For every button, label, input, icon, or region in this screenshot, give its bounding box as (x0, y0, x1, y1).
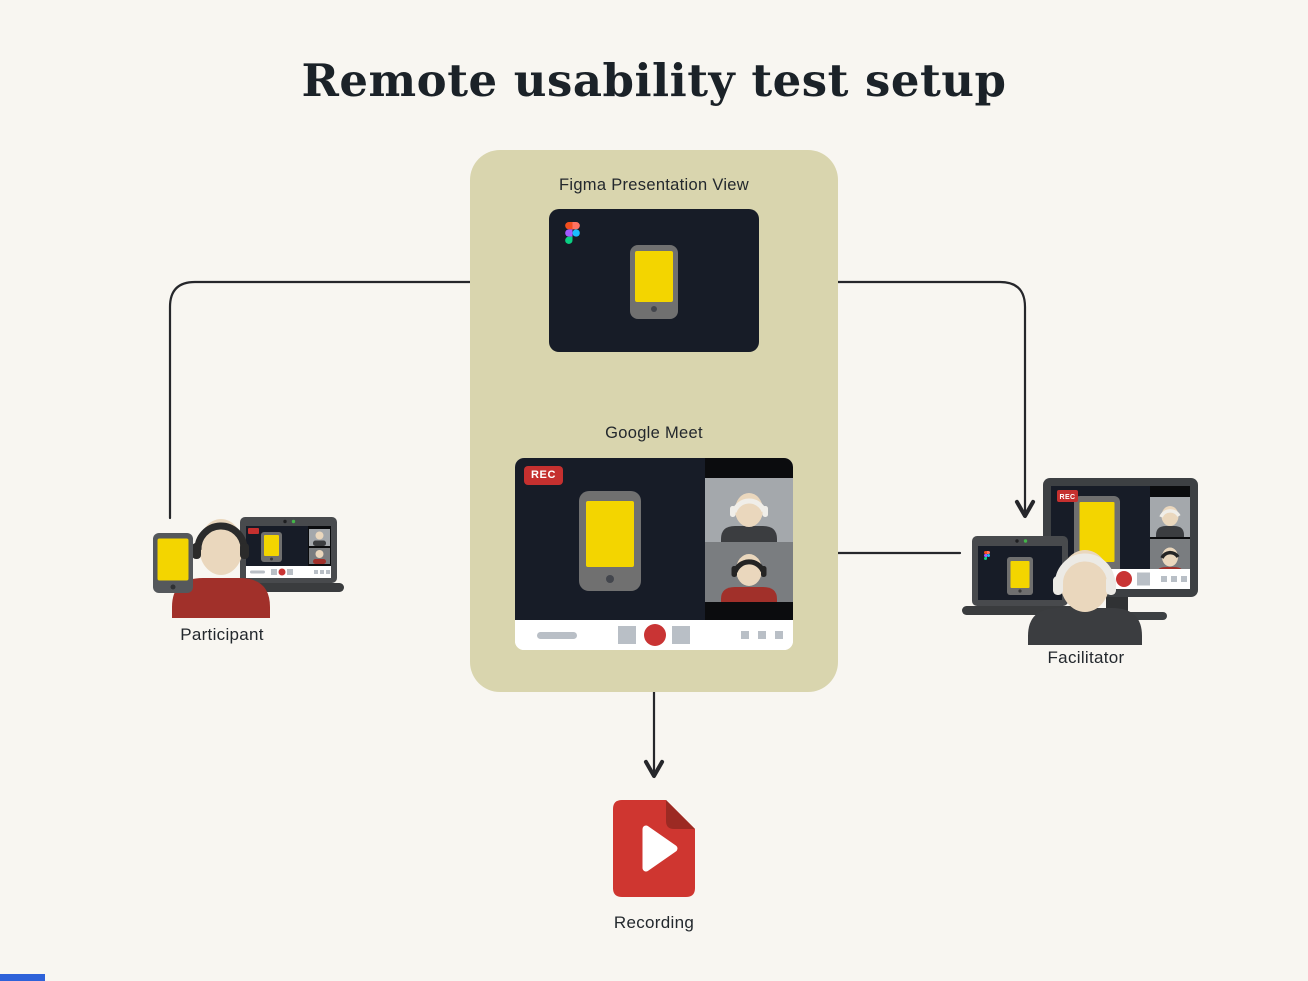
phone-home-button (651, 306, 657, 312)
meet-control-bar (515, 620, 793, 650)
facilitator-illustration: REC (962, 478, 1198, 645)
video-tile-participant (705, 542, 793, 602)
recording-label: Recording (613, 913, 695, 932)
figma-view-label: Figma Presentation View (558, 176, 750, 194)
control-mini-2 (758, 631, 766, 639)
control-square-right (672, 626, 690, 644)
progress-pill (537, 632, 577, 639)
google-meet-window: REC (515, 458, 793, 650)
play-icon (642, 825, 678, 872)
meet-video-strip (705, 458, 793, 620)
google-meet-label: Google Meet (605, 424, 703, 442)
phone-yellow-screen (586, 501, 634, 567)
screen-edge-artifact (0, 974, 45, 981)
hub-panel: Figma Presentation View Google Meet REC (470, 150, 838, 692)
figma-presentation-screen (549, 209, 759, 352)
headphones-icon (1054, 553, 1115, 586)
participant-smartphone-icon (153, 533, 193, 593)
participant-label: Participant (180, 625, 264, 644)
participant-illustration (153, 517, 344, 618)
video-tile-facilitator (705, 478, 793, 542)
participant-avatar (721, 554, 777, 602)
phone-yellow-screen (635, 251, 673, 302)
rec-badge-mini: REC (1060, 494, 1076, 501)
participant-person (172, 519, 270, 618)
participant-laptop-icon (228, 517, 344, 592)
figma-logo-icon (565, 222, 580, 244)
control-mini-3 (775, 631, 783, 639)
facilitator-person (1028, 550, 1142, 645)
headphones-icon (194, 522, 248, 551)
control-square-left (618, 626, 636, 644)
rec-badge: REC (524, 466, 564, 485)
meet-shared-screen: REC (515, 458, 705, 620)
control-mini-1 (741, 631, 749, 639)
page-title: Remote usability test setup (301, 54, 1007, 107)
figma-logo-mini-icon (984, 551, 990, 560)
phone-home-button (606, 575, 614, 583)
recording-file-icon (613, 800, 695, 897)
facilitator-laptop-icon (962, 536, 1080, 615)
facilitator-avatar (721, 493, 777, 542)
record-button-icon (644, 624, 666, 646)
facilitator-label: Facilitator (1047, 648, 1125, 667)
